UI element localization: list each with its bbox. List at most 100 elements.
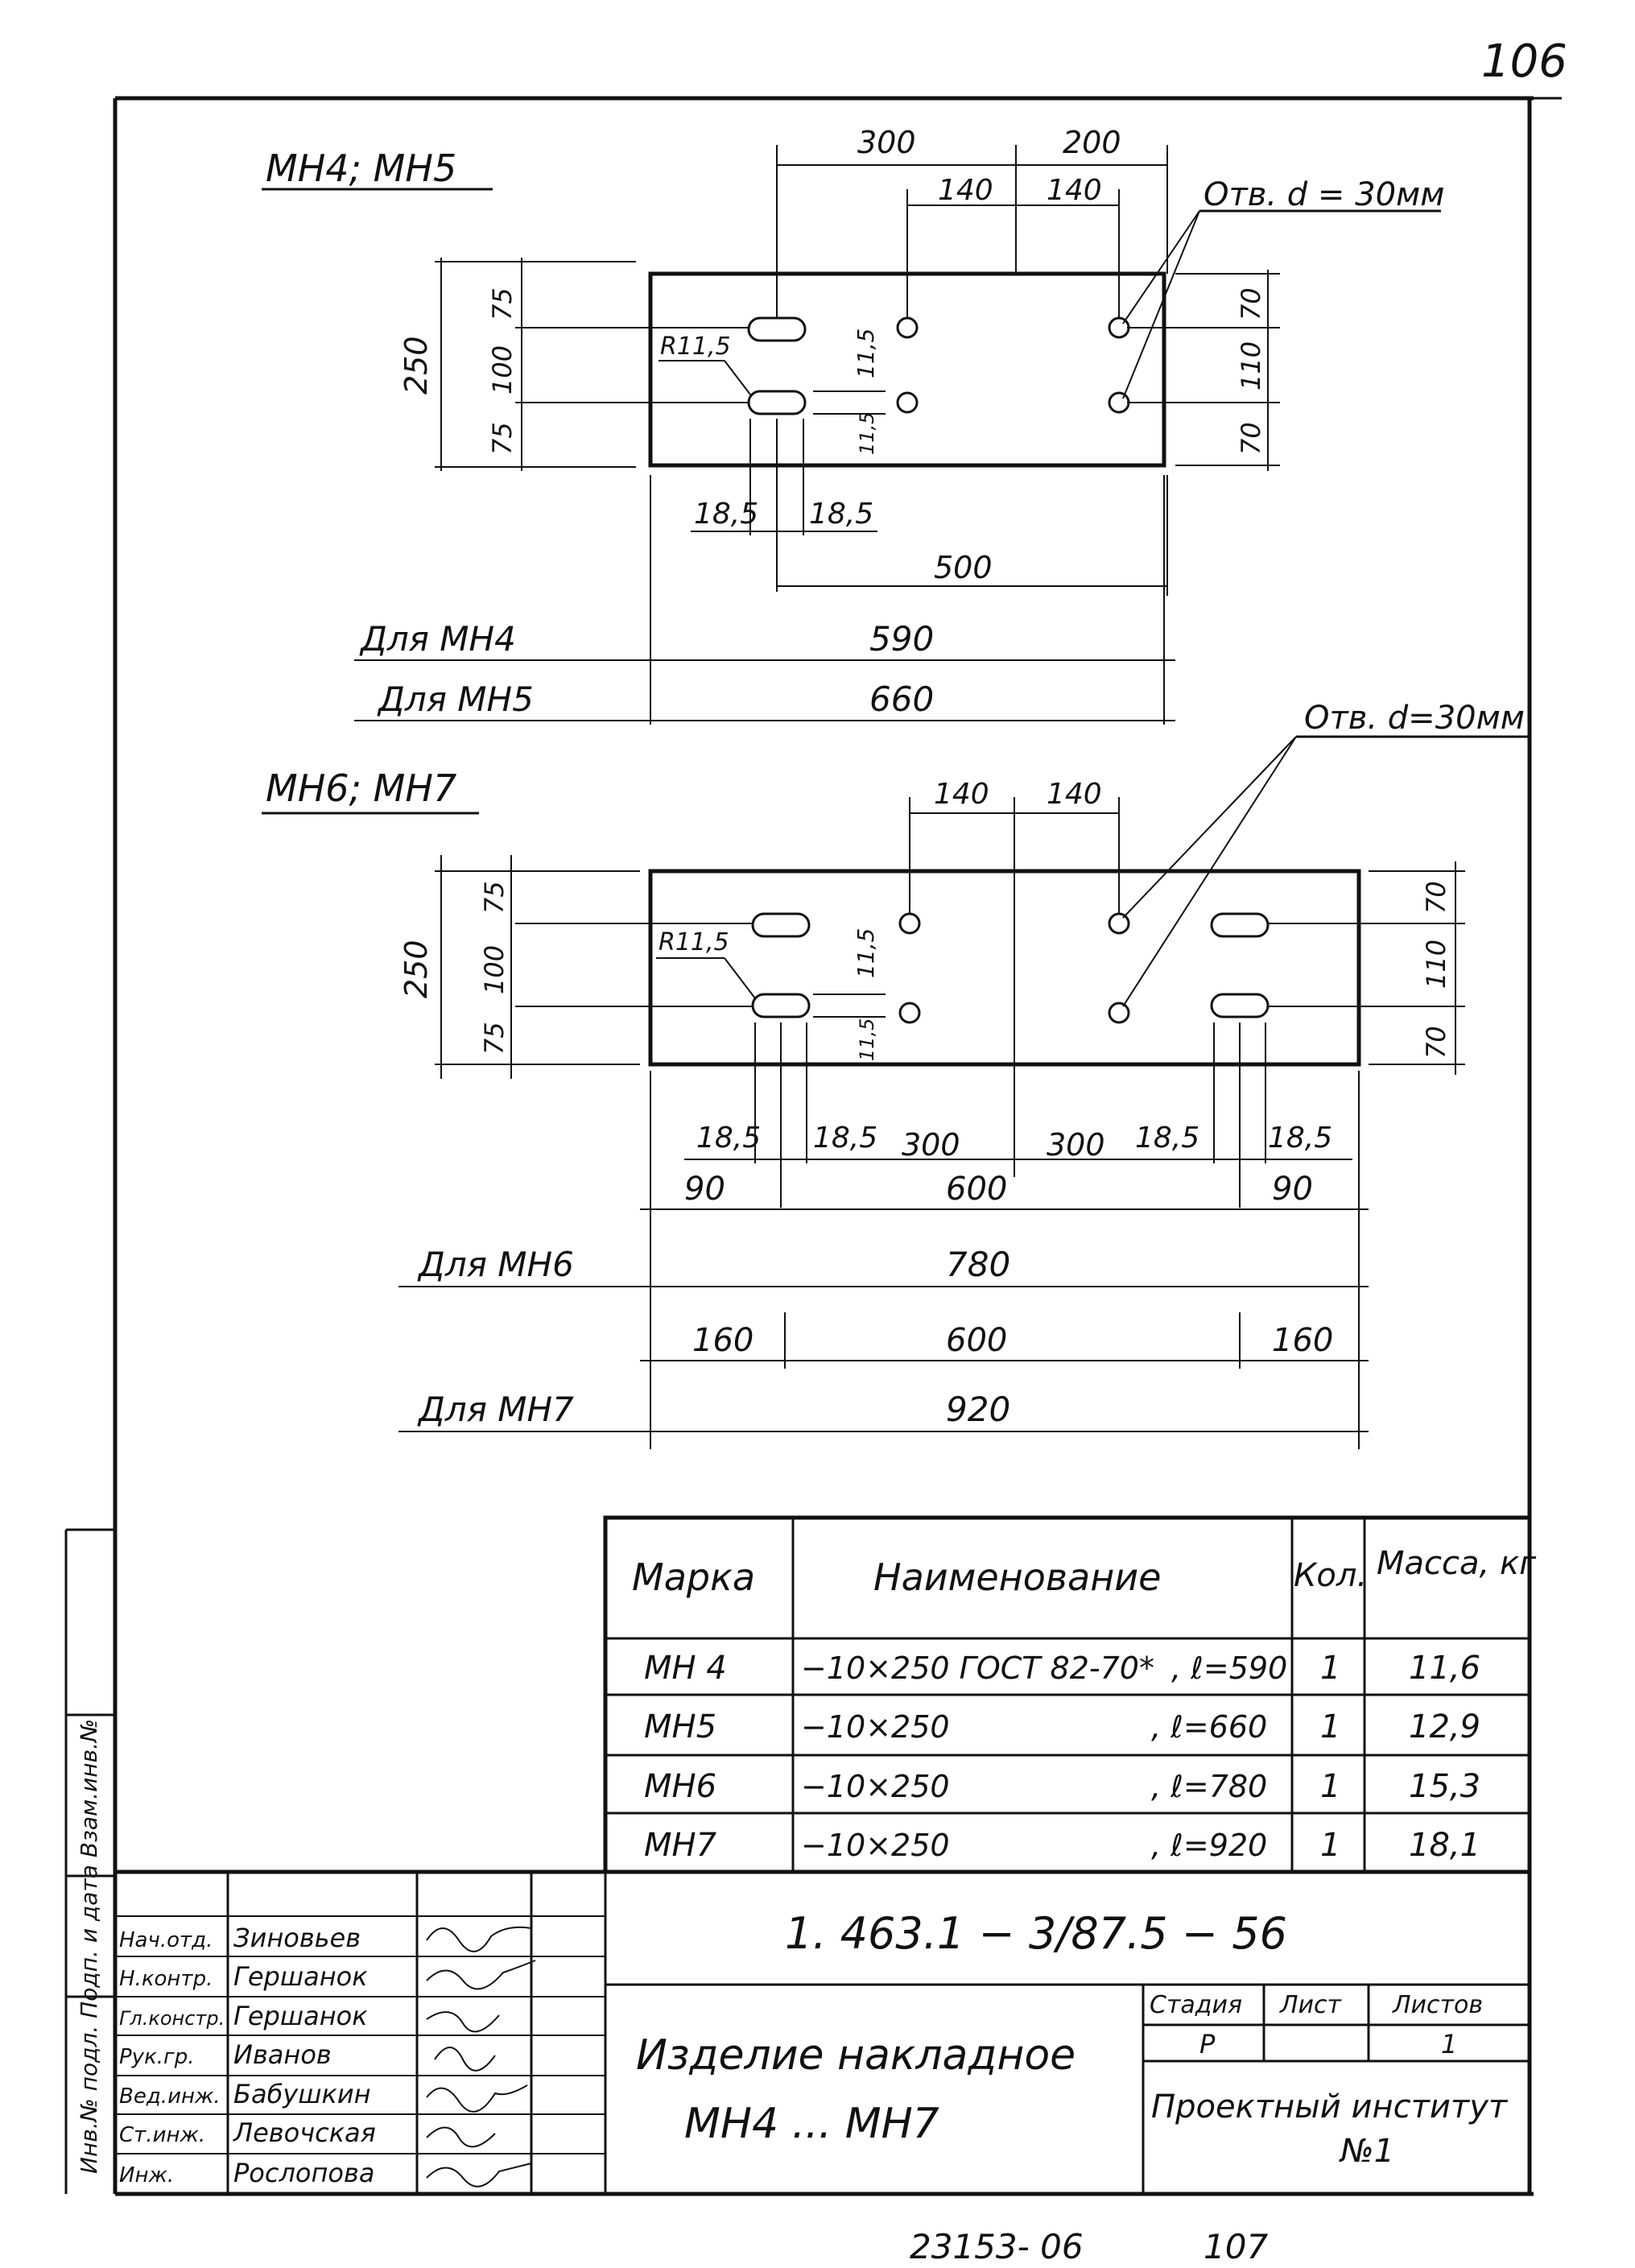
slot-b-3 [1210, 912, 1270, 938]
spec-row4-mark: МН7 [644, 1827, 717, 1864]
archive-page: 107 [1204, 2227, 1268, 2266]
slot-b-2 [751, 993, 811, 1018]
section-a-title: МН4; МН5 [266, 147, 456, 190]
hole-note-a: Отв. d = 30мм [1204, 176, 1444, 213]
dim-b-18-5-2: 18,5 [813, 1122, 877, 1155]
dim-b-18-5-4: 18,5 [1268, 1122, 1332, 1155]
spec-row2-mass: 12,9 [1409, 1708, 1480, 1745]
slot-w2-a: 11,5 [856, 412, 878, 455]
hole-a-2 [896, 391, 919, 414]
spec-row4-mass: 18,1 [1409, 1827, 1480, 1864]
staff-role-4: Рук.гр. [119, 2045, 194, 2069]
dim-mh7-160-2: 160 [1272, 1322, 1333, 1359]
dim-a-140-2: 140 [1047, 174, 1102, 207]
staff-role-2: Н.контр. [119, 1967, 213, 1991]
hole-note-b: Отв. d=30мм [1304, 700, 1525, 737]
dim-mh6-90-1: 90 [684, 1171, 725, 1208]
org-name: Проектный институт [1151, 2088, 1509, 2125]
spec-row1-mass: 11,6 [1409, 1650, 1480, 1687]
staff-role-6: Ст.инж. [119, 2123, 205, 2147]
staff-name-1: Зиновьев [233, 1923, 361, 1953]
spec-row2-name: −10×250 [801, 1709, 950, 1745]
dim-b-left-100: 100 [479, 945, 510, 994]
hole-b-4 [1108, 1002, 1130, 1024]
dim-b-right-110: 110 [1421, 940, 1451, 989]
sheets-value: 1 [1441, 2029, 1457, 2059]
slot-b-1 [751, 912, 811, 938]
staff-name-7: Рослопова [233, 2158, 374, 2188]
title-block: Нач.отд. Зиновьев Н.контр. Гершанок Гл.к… [115, 1869, 1530, 2194]
side-stamp: Инв.№ подл. Подп. и дата Взам.инв.№ [76, 1719, 102, 2174]
staff-name-2: Гершанок [233, 1961, 368, 1992]
radius-b: R11,5 [659, 928, 729, 956]
slot-w-b: 11,5 [853, 928, 879, 978]
slot-b-4 [1210, 993, 1270, 1018]
dim-b-left-75: 75 [479, 881, 510, 914]
dim-b-140-2: 140 [1047, 778, 1102, 811]
spec-header-mass: Масса, кг [1377, 1545, 1537, 1582]
dim-b-right-70b: 70 [1421, 1026, 1451, 1059]
dim-b-250: 250 [398, 940, 434, 998]
hole-b-2 [898, 1002, 921, 1024]
len-a-mh4-label: Для МН4 [359, 619, 516, 659]
spec-row4-name: −10×250 [801, 1828, 950, 1863]
plate-b [648, 869, 1361, 1067]
product-title-1: Изделие накладное [636, 2031, 1076, 2080]
dim-a-140-1: 140 [938, 174, 993, 207]
dim-a-right-70b: 70 [1236, 422, 1266, 455]
len-a-mh4-value: 590 [869, 619, 934, 659]
dim-a-right-70: 70 [1236, 287, 1266, 320]
dim-b-left-75b: 75 [479, 1022, 510, 1055]
spec-row3-mark: МН6 [644, 1768, 716, 1805]
staff-name-4: Иванов [233, 2039, 332, 2070]
dim-a-18-5-1: 18,5 [694, 498, 758, 531]
dim-a-left-75b: 75 [487, 422, 518, 455]
spec-row1-name: −10×250 ГОСТ 82-70* [801, 1650, 1154, 1686]
slot-a-upper [747, 316, 807, 342]
spec-row3-mass: 15,3 [1409, 1768, 1480, 1805]
staff-name-5: Бабушкин [233, 2079, 371, 2109]
staff-role-5: Вед.инж. [119, 2084, 221, 2109]
stage-label: Стадия [1150, 1991, 1242, 2019]
dim-a-200: 200 [1063, 125, 1121, 160]
staff-role-1: Нач.отд. [119, 1928, 213, 1952]
dim-a-300: 300 [857, 125, 916, 160]
org-number: №1 [1339, 2133, 1394, 2170]
spec-row1-len: , ℓ=590 [1171, 1650, 1287, 1686]
dim-b-300-1: 300 [902, 1127, 960, 1163]
dim-b-300-2: 300 [1047, 1127, 1105, 1163]
staff-role-7: Инж. [119, 2163, 174, 2187]
archive-number: 23153- 06 [910, 2227, 1084, 2266]
section-b-title: МН6; МН7 [266, 766, 456, 810]
dim-mh6-90-2: 90 [1272, 1171, 1313, 1208]
product-title-2: МН4 ... МН7 [684, 2100, 939, 2148]
dim-b-140-1: 140 [934, 778, 989, 811]
spec-header-mark: Марка [632, 1555, 755, 1599]
dim-b-right-70: 70 [1421, 881, 1451, 914]
dim-a-18-5-2: 18,5 [809, 498, 873, 531]
staff-name-6: Левочская [233, 2117, 376, 2148]
spec-row2-len: , ℓ=660 [1151, 1709, 1267, 1745]
spec-row4-len: , ℓ=920 [1151, 1828, 1267, 1863]
staff-name-3: Гершанок [233, 2001, 368, 2031]
spec-row2-qty: 1 [1320, 1708, 1340, 1745]
len-a-mh5-label: Для МН5 [377, 680, 534, 719]
sheet-label: Лист [1279, 1991, 1343, 2019]
spec-row1-mark: МН 4 [644, 1650, 727, 1687]
dim-a-500: 500 [934, 550, 993, 585]
slot-w-a: 11,5 [853, 328, 879, 378]
spec-row3-name: −10×250 [801, 1769, 950, 1804]
dim-mh7-160-1: 160 [692, 1322, 754, 1359]
spec-row3-len: , ℓ=780 [1151, 1769, 1267, 1804]
dim-a-right-110: 110 [1236, 341, 1266, 390]
section-b-drawing: МН6; МН7 Отв. d=30мм 140 140 250 75 100 … [262, 700, 1530, 1449]
hole-b-3 [1108, 912, 1130, 935]
dim-a-left-75: 75 [487, 287, 518, 320]
doc-code: 1. 463.1 − 3/87.5 − 56 [785, 1908, 1287, 1959]
signatures [426, 1926, 536, 2187]
spec-row4-qty: 1 [1320, 1827, 1340, 1864]
dim-b-18-5-3: 18,5 [1135, 1122, 1199, 1155]
spec-row2-mark: МН5 [644, 1708, 716, 1745]
slot-a-lower [747, 390, 807, 415]
